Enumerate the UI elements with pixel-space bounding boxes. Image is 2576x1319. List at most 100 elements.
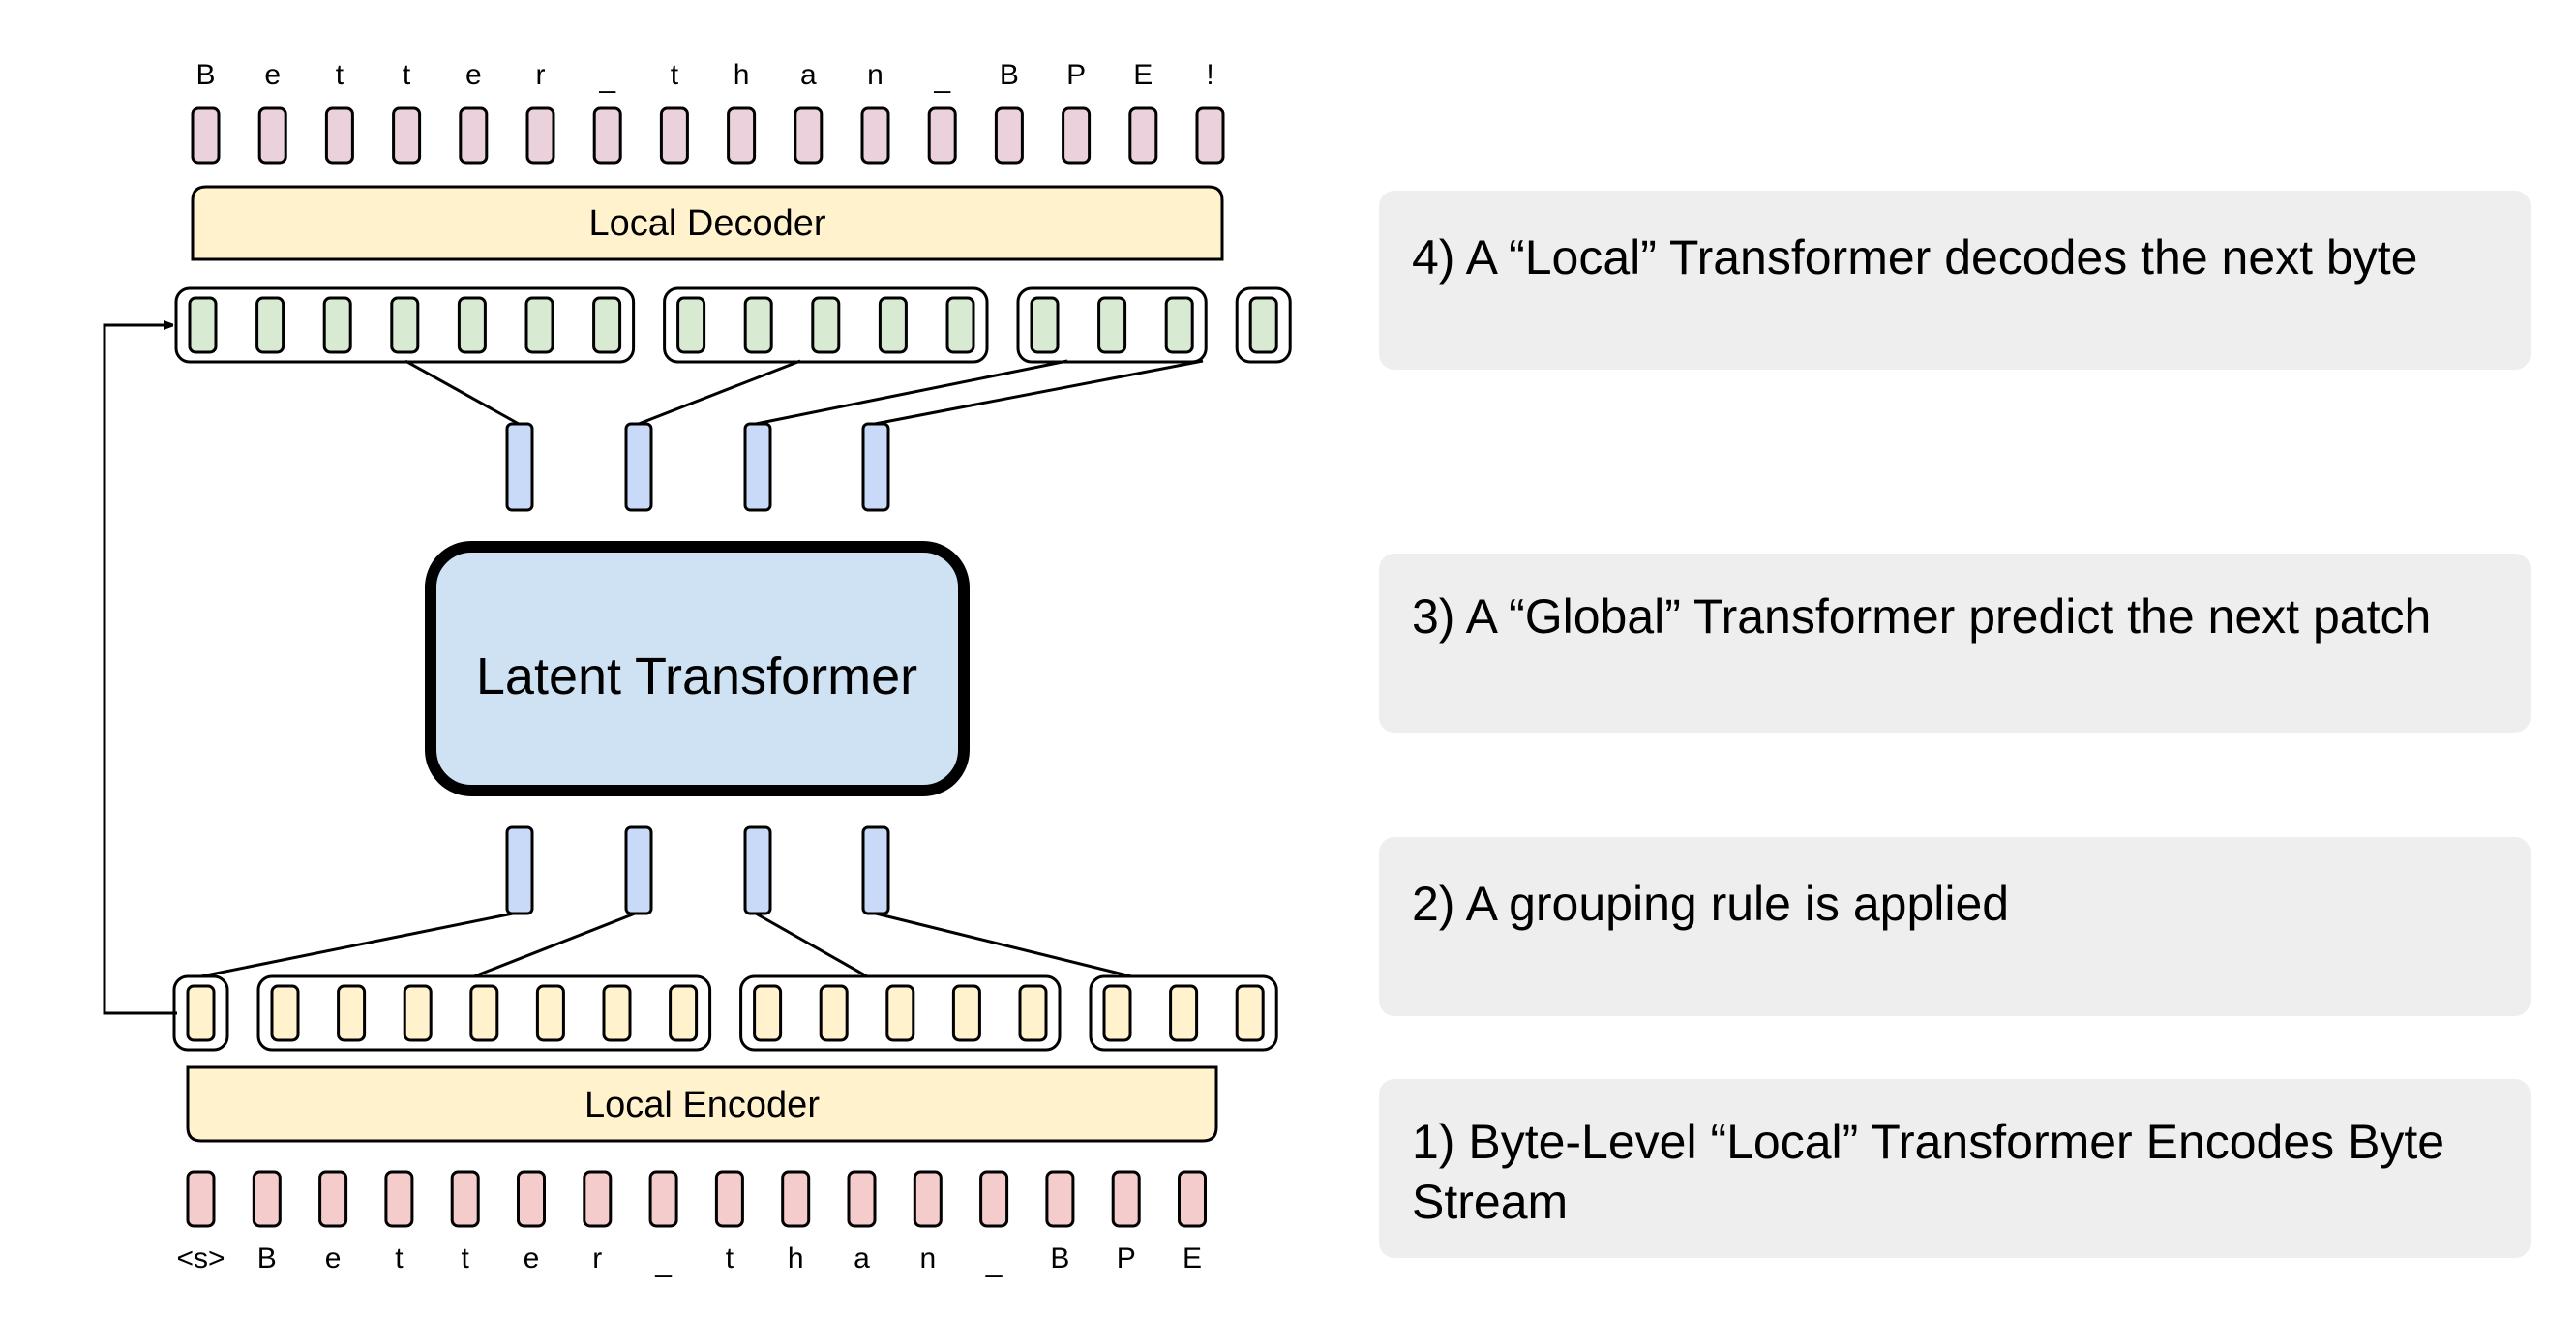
decoder-link <box>404 359 520 426</box>
input-byte-vector <box>517 1170 546 1228</box>
encoder-hidden-vector <box>753 984 783 1042</box>
input-byte-vector <box>252 1170 282 1228</box>
latent-output-patch <box>861 422 890 512</box>
encoder-hidden-vector <box>186 984 216 1042</box>
encoder-hidden-vector <box>403 984 433 1042</box>
latent-output-patches <box>505 422 890 512</box>
input-byte-vector <box>1045 1170 1075 1228</box>
input-byte-label: t <box>395 1243 404 1274</box>
output-byte-label: ! <box>1206 59 1213 91</box>
input-byte-label: _ <box>654 1246 673 1278</box>
decoder-hidden-vector <box>878 296 908 354</box>
output-byte-label: E <box>1133 59 1153 91</box>
input-byte-label: e <box>325 1243 342 1274</box>
output-byte-label: t <box>336 59 344 91</box>
output-byte-vector <box>1195 106 1225 165</box>
decoder-hidden-groups <box>174 286 1292 364</box>
input-byte-vector <box>318 1170 348 1228</box>
output-byte-vector <box>860 106 890 165</box>
output-byte-label: e <box>465 59 482 91</box>
step-1-text: 1) Byte-Level “Local” Transformer Encode… <box>1412 1115 2445 1229</box>
decoder-link <box>755 359 1068 426</box>
latent-input-patch <box>861 825 890 915</box>
local-decoder-block: Local Decoder <box>191 185 1224 261</box>
decoder-hidden-vector <box>1164 296 1194 354</box>
latent-input-patches <box>505 825 890 915</box>
local-encoder-label: Local Encoder <box>584 1085 820 1125</box>
encoder-hidden-vector <box>469 984 499 1042</box>
output-byte-label: _ <box>933 62 951 94</box>
decoder-hidden-vector <box>457 296 487 354</box>
output-byte-vector <box>324 106 354 165</box>
decoder-hidden-vector <box>1097 296 1127 354</box>
decoder-link <box>874 359 1204 426</box>
output-byte-label: n <box>867 59 884 91</box>
local-decoder-rect <box>191 185 1224 261</box>
input-byte-label: h <box>788 1243 804 1274</box>
latent-transformer-label: Latent Transformer <box>476 647 917 705</box>
decoder-hidden-vector <box>322 296 352 354</box>
input-byte-vector <box>847 1170 877 1228</box>
decoder-hidden-vector <box>188 296 218 354</box>
encoder-link <box>875 912 1132 978</box>
output-byte-label: e <box>264 59 281 91</box>
step-2-text: 2) A grouping rule is applied <box>1412 877 2010 931</box>
output-byte-vector <box>659 106 689 165</box>
encoder-hidden-vector <box>602 984 632 1042</box>
output-byte-label: r <box>536 59 546 91</box>
input-byte-label: P <box>1117 1243 1136 1274</box>
decoder-hidden-vector <box>743 296 773 354</box>
encoder-to-latent-links <box>200 912 1132 978</box>
step-3-caption: 3) A “Global” Transformer predict the ne… <box>1379 554 2531 733</box>
output-byte-vector <box>794 106 824 165</box>
latent-transformer-rect <box>425 541 970 796</box>
decoder-hidden-vector <box>945 296 975 354</box>
output-byte-label: P <box>1066 59 1086 91</box>
feedback-arrow <box>103 325 177 1015</box>
output-byte-label: h <box>734 59 750 91</box>
latent-output-patch <box>743 422 772 512</box>
input-byte-label: B <box>1050 1243 1069 1274</box>
encoder-hidden-vector <box>270 984 300 1042</box>
encoder-hidden-vector <box>885 984 915 1042</box>
decoder-hidden-vector <box>524 296 554 354</box>
output-byte-label: B <box>1000 59 1019 91</box>
encoder-hidden-vector <box>669 984 699 1042</box>
input-byte-vector <box>648 1170 678 1228</box>
output-byte-vector <box>257 106 287 165</box>
output-byte-vector <box>994 106 1024 165</box>
encoder-hidden-vector <box>951 984 981 1042</box>
encoder-hidden-vector <box>1102 984 1132 1042</box>
step-4-caption: 4) A “Local” Transformer decodes the nex… <box>1379 191 2531 370</box>
decoder-hidden-vector <box>1030 296 1060 354</box>
step-4-text: 4) A “Local” Transformer decodes the nex… <box>1412 230 2418 285</box>
decoder-hidden-vector <box>1248 296 1278 354</box>
output-byte-label: a <box>800 59 817 91</box>
output-byte-vector <box>191 106 221 165</box>
output-byte-label: B <box>195 59 215 91</box>
decoder-hidden-vector <box>390 296 420 354</box>
input-byte-vector <box>186 1170 216 1228</box>
input-byte-label: t <box>462 1243 470 1274</box>
decoder-hidden-vector <box>592 296 622 354</box>
local-decoder-label: Local Decoder <box>588 203 825 244</box>
output-byte-vectors <box>191 106 1225 165</box>
output-byte-vector <box>1128 106 1158 165</box>
encoder-hidden-vector <box>1235 984 1265 1042</box>
decoder-hidden-vector <box>255 296 285 354</box>
input-byte-label: B <box>257 1243 277 1274</box>
encoder-link <box>200 912 514 978</box>
latent-output-patch <box>505 422 534 512</box>
output-byte-label: t <box>403 59 411 91</box>
input-byte-label: t <box>726 1243 734 1274</box>
latent-to-decoder-links <box>404 359 1204 426</box>
decoder-link <box>638 359 801 426</box>
input-byte-label: a <box>854 1243 870 1274</box>
input-byte-vector <box>913 1170 943 1228</box>
encoder-hidden-vector <box>1018 984 1048 1042</box>
output-byte-vector <box>727 106 757 165</box>
input-byte-vector <box>1111 1170 1141 1228</box>
